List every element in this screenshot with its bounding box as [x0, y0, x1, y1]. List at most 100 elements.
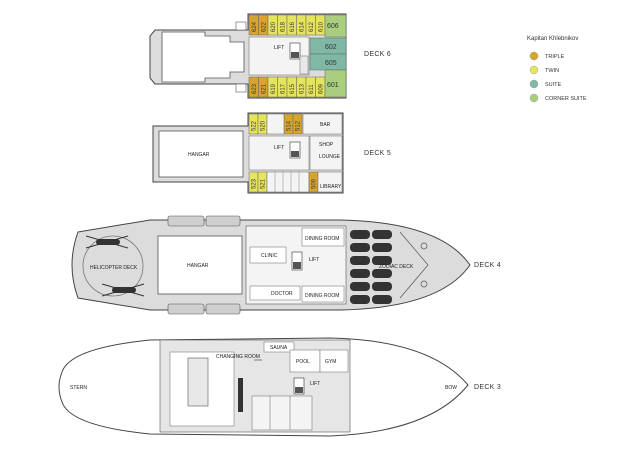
zodiac-boat [350, 269, 370, 278]
deck-5-crew-top [266, 113, 285, 135]
deck-4-lift[interactable] [291, 251, 303, 271]
stern-label: STERN [70, 385, 87, 391]
zodiac-boat [372, 230, 392, 239]
cabin-619-label: 619 [271, 83, 277, 94]
bow-label: BOW [445, 385, 457, 391]
deck-4-stair-icon [293, 262, 301, 269]
helicopter-icon [85, 235, 129, 249]
deck-4-hangar [157, 235, 243, 295]
deck-4-dining-room-2 [301, 285, 345, 303]
cabin-614-label: 614 [300, 21, 306, 32]
deck-6-ladder-bottom [235, 83, 247, 93]
zodiac-boat [350, 256, 370, 265]
suite-605-label: 605 [325, 60, 337, 67]
deck-4-dining-2-label: DINING ROOM [305, 293, 339, 299]
deck-6-lift[interactable] [289, 42, 301, 60]
cabin-609-label: 609 [319, 83, 325, 94]
cabin-612-label: 612 [309, 21, 315, 32]
deck-5-lift-label: LIFT [274, 145, 284, 151]
zodiac-boat [350, 230, 370, 239]
deck-3-plan: STERN BOW CHANGING ROOM SAUNA POOL GYM L… [58, 337, 501, 437]
zodiac-boat [372, 256, 392, 265]
bow-rail-lower [399, 264, 429, 299]
gym-label: GYM [325, 359, 336, 365]
zodiac-boat [372, 295, 392, 304]
legend-swatch-corner-suite [529, 93, 539, 103]
zodiac-boats [350, 230, 392, 304]
deck-4-upper-boat [167, 215, 205, 227]
deck-3-sauna [263, 341, 295, 353]
deck-5-lounge-label: LOUNGE [319, 154, 341, 160]
deck-4-clinic [249, 246, 287, 264]
cabin-522-label: 522 [252, 120, 258, 131]
deck-4-upper-boat-2 [205, 215, 241, 227]
deck-5-lift[interactable] [289, 141, 301, 159]
deck-5-stairs-bottom [266, 171, 310, 193]
cabin-521-label: 521 [261, 178, 267, 189]
deck-6-plan: 624 622 620 618 616 614 612 610 623 621 … [149, 13, 391, 99]
cabin-624-label: 624 [252, 21, 258, 32]
changing-room-label: CHANGING ROOM [216, 354, 260, 360]
deck-4-hangar-label: HANGAR [187, 263, 209, 269]
legend-label-triple: TRIPLE [545, 54, 565, 60]
legend-swatch-triple [529, 51, 539, 61]
deck-6-stair-icon [291, 52, 299, 58]
deck-6-label: DECK 6 [364, 51, 391, 58]
pool-label: POOL [296, 359, 310, 365]
suite-601-label: 601 [327, 82, 339, 89]
bow-bollard-1 [420, 242, 428, 250]
suite-602-label: 602 [325, 44, 337, 51]
cabin-621-label: 621 [262, 83, 268, 94]
deck-5-hangar-label: HANGAR [188, 152, 210, 158]
zodiac-boat [350, 295, 370, 304]
cabin-611-label: 611 [309, 84, 315, 94]
cabin-615-label: 615 [290, 83, 296, 94]
deck-5-shop-label: SHOP [319, 142, 334, 148]
cabin-616-label: 616 [290, 21, 296, 32]
sauna-label: SAUNA [270, 345, 288, 351]
cabin-617-label: 617 [281, 83, 287, 94]
deck-4-dining-room-1 [301, 227, 345, 247]
zodiac-boat [350, 243, 370, 252]
helicopter-deck-label: HELICOPTER DECK [90, 265, 138, 271]
zodiac-boat [350, 282, 370, 291]
deck-5-plan: HANGAR 522 520 514 512 523 521 509 LIFT … [152, 112, 391, 194]
deck-4-lower-boat-2 [205, 303, 241, 315]
deck-6-lift-label: LIFT [274, 45, 284, 51]
deck-5-bar [302, 113, 343, 135]
deck-4-lift-label: LIFT [309, 257, 319, 263]
legend-swatch-suite [529, 79, 539, 89]
deck-5-hangar [158, 130, 244, 178]
deck-3-lift[interactable] [293, 377, 305, 395]
deck-3-central-tank [187, 357, 209, 407]
cabin-610-label: 610 [319, 21, 325, 32]
cabin-514-label: 514 [287, 120, 293, 131]
zodiac-deck-label: ZODIAC DECK [379, 264, 414, 270]
deck-6-ladder-top [235, 21, 247, 31]
deck-3-service-rooms [251, 395, 313, 431]
deck-4-label: DECK 4 [474, 262, 501, 269]
deck-5-library [317, 171, 343, 193]
deck-3-lift-label: LIFT [310, 381, 320, 387]
cabin-613-label: 613 [300, 83, 306, 94]
bow-bollard-2 [420, 280, 428, 288]
deck-3-stair-icon [295, 387, 303, 393]
legend: Kapitan Khlebnikov TRIPLE TWIN SUITE COR… [527, 36, 587, 103]
helicopter-icon-2 [101, 283, 145, 297]
deck-4-clinic-label: CLINIC [261, 253, 278, 259]
suite-606-label: 606 [327, 23, 339, 30]
deck-3-label: DECK 3 [474, 384, 501, 391]
deck-5-library-label: LIBRARY [320, 184, 342, 190]
suite-601[interactable] [324, 69, 347, 98]
cabin-512[interactable] [292, 113, 303, 135]
suite-606[interactable] [324, 14, 347, 38]
zodiac-boat [372, 269, 392, 278]
deck-4-dining-1-label: DINING ROOM [305, 236, 339, 242]
cabin-512-label: 512 [296, 120, 302, 131]
legend-label-suite: SUITE [545, 82, 562, 88]
deck-3-gym [319, 349, 349, 373]
deck-5-label: DECK 5 [364, 150, 391, 157]
helicopter-pad [82, 235, 144, 297]
cabin-623-label: 623 [252, 83, 258, 94]
